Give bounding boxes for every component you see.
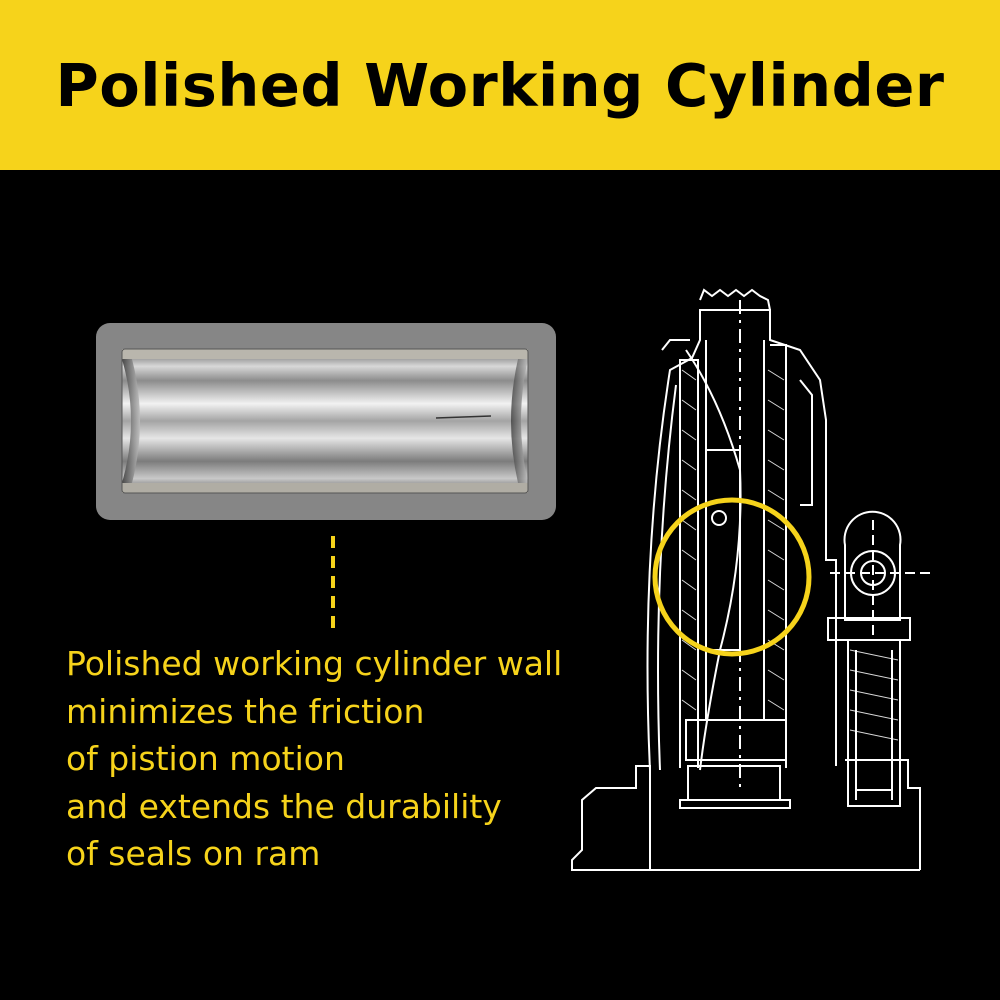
bottle-jack-diagram (571, 288, 930, 871)
caption-line: of pistion motion (66, 739, 345, 778)
caption-line: of seals on ram (66, 834, 321, 873)
polished-cylinder-image (121, 348, 529, 494)
feature-description: Polished working cylinder wall minimizes… (66, 640, 626, 878)
caption-line: and extends the durability (66, 786, 502, 826)
caption-line: Polished working cylinder wall (66, 644, 563, 683)
dashed-connector-line (331, 536, 335, 632)
highlight-circle (652, 497, 812, 657)
title-banner: Polished Working Cylinder (0, 0, 1000, 170)
caption-line: minimizes the friction (66, 691, 425, 731)
cylinder-photo-panel (96, 323, 556, 520)
page-title: Polished Working Cylinder (55, 50, 945, 120)
